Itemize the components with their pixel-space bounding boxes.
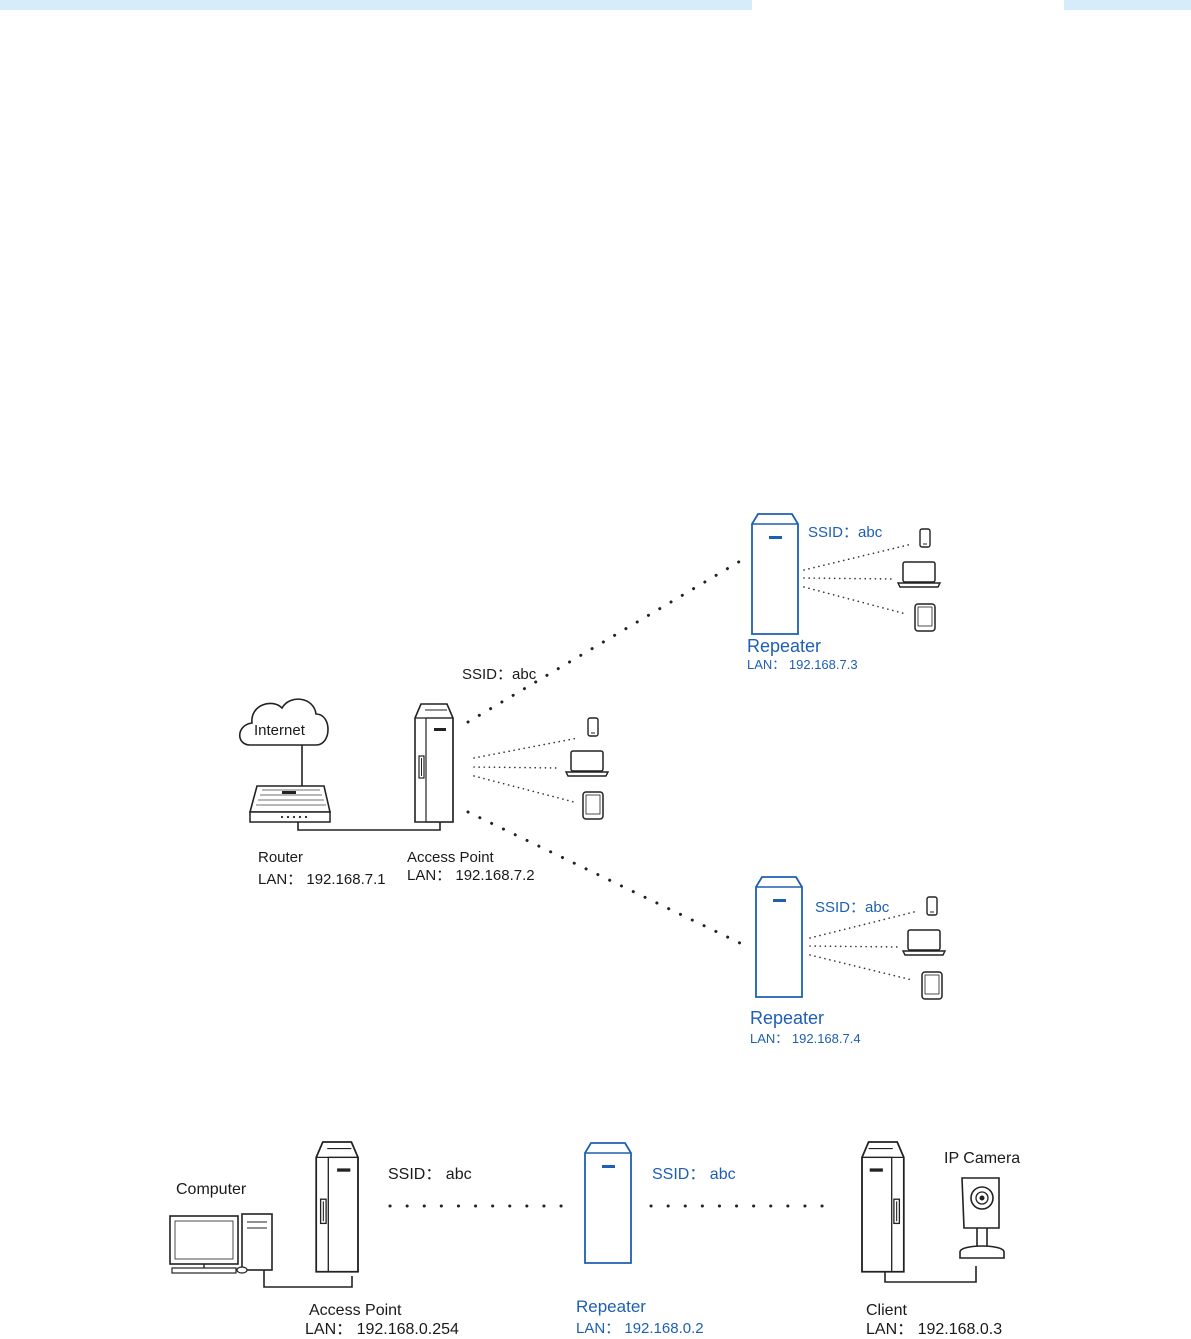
computer-label: Computer	[176, 1180, 246, 1199]
access-point-lan-label-2: LAN： 192.168.0.254	[305, 1320, 459, 1339]
phone-icon	[920, 529, 930, 547]
tablet-icon	[922, 972, 942, 999]
router-lan-label: LAN： 192.168.7.1	[258, 870, 386, 889]
ip-camera-icon	[960, 1178, 1004, 1258]
repeater-bottom-ssid-label: SSID：abc	[815, 898, 889, 917]
laptop-icon	[898, 562, 940, 587]
access-point-label: Access Point	[407, 848, 494, 867]
laptop-icon	[903, 930, 945, 955]
client-lan-label: LAN： 192.168.0.3	[866, 1320, 1002, 1339]
repeater-bottom-icon	[756, 877, 802, 997]
repeater-bottom-label: Repeater	[750, 1007, 824, 1029]
ssid-label: SSID：abc	[462, 665, 536, 684]
access-point-icon	[415, 704, 453, 822]
computer-icon	[170, 1214, 272, 1273]
tablet-icon	[915, 604, 935, 631]
laptop-icon	[566, 751, 608, 776]
client-icon	[862, 1142, 904, 1272]
tablet-icon	[583, 792, 603, 819]
ap-ssid-label: SSID： abc	[388, 1165, 472, 1184]
repeater-top-icon	[752, 514, 798, 634]
phone-icon	[588, 718, 598, 736]
access-point-lan-label: LAN： 192.168.7.2	[407, 866, 535, 885]
repeater-ssid-label: SSID： abc	[652, 1165, 736, 1184]
repeater-top-lan-label: LAN： 192.168.7.3	[747, 657, 858, 673]
phone-icon	[927, 897, 937, 915]
repeater-top-ssid-label: SSID：abc	[808, 523, 882, 542]
router-icon	[250, 786, 330, 822]
repeater-top-label: Repeater	[747, 635, 821, 657]
repeater-icon	[585, 1143, 631, 1263]
client-label: Client	[866, 1301, 907, 1320]
repeater-lan-label: LAN： 192.168.0.2	[576, 1319, 704, 1338]
access-point-icon	[316, 1142, 358, 1272]
access-point-label-2: Access Point	[309, 1301, 401, 1320]
wireless-link-top	[468, 560, 742, 722]
internet-label: Internet	[254, 721, 305, 740]
ip-camera-label: IP Camera	[944, 1149, 1020, 1168]
router-label: Router	[258, 848, 303, 867]
repeater-bottom-lan-label: LAN： 192.168.7.4	[750, 1031, 861, 1047]
repeater-label: Repeater	[576, 1296, 646, 1317]
